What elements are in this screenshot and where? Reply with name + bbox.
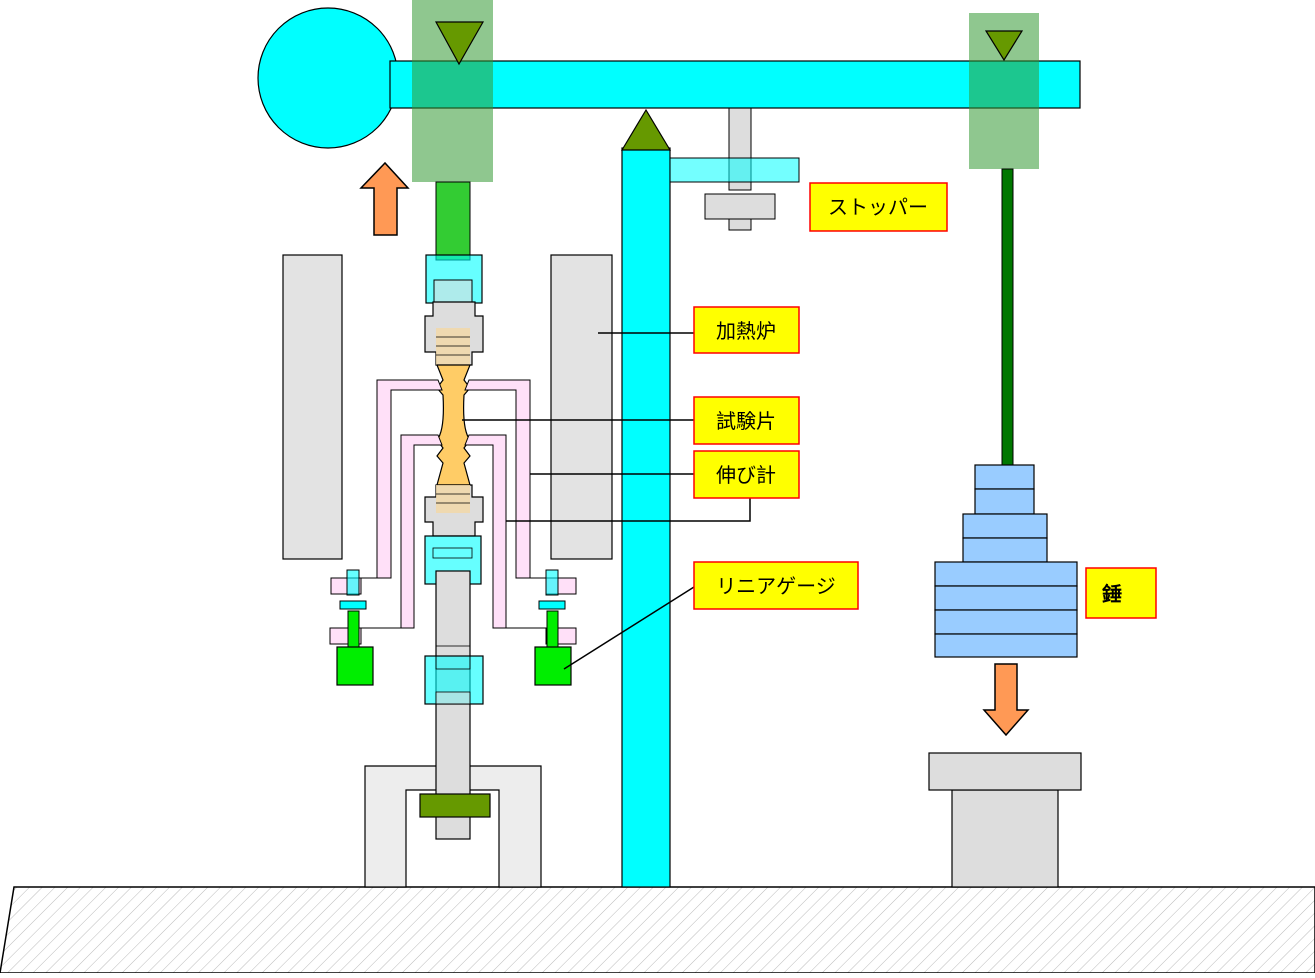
lower-rod-coupling [424,645,484,705]
lower-frame [364,765,542,888]
weight-stand [928,752,1082,888]
label-weight: 錘 [1085,567,1157,619]
weight-hanger-rod [1001,168,1014,468]
arrow-up-icon [359,161,410,236]
label-furnace-text: 加熱炉 [716,319,776,343]
label-furnace: 加熱炉 [693,306,800,354]
upper-grip-threads [436,328,470,365]
upper-coupling [425,254,483,304]
left-knife-edge [434,21,485,66]
label-weight-text: 錘 [1102,582,1122,606]
fulcrum-pivot [620,108,672,151]
lower-grip-threads [436,485,470,513]
furnace-right-panel [550,254,613,560]
weight-stack [934,464,1078,658]
linear-gauge-left [336,569,374,686]
label-stopper-text: ストッパー [828,195,928,219]
label-specimen-text: 試験片 [716,409,776,433]
stopper-assembly [669,107,800,231]
furnace-left-panel [282,254,343,560]
label-specimen: 試験片 [693,396,800,445]
counterweight-circle [257,7,399,149]
leader-lines [462,332,751,670]
linear-gauge-right [534,569,572,686]
right-knife-edge [984,30,1024,62]
ground-floor [0,886,1315,974]
support-column [621,147,671,888]
label-extensometer: 伸び計 [693,450,800,499]
label-stopper: ストッパー [809,182,948,232]
lever-beam [389,60,1081,109]
label-linear-gauge: リニアゲージ [693,561,859,610]
label-extensometer-text: 伸び計 [716,463,776,487]
lower-rod-nut [419,793,491,818]
specimen [436,364,471,486]
label-linear-gauge-text: リニアゲージ [716,574,836,598]
extensometer-left-outer [330,379,443,595]
arrow-down-icon [982,663,1030,737]
upper-pull-rod [435,181,471,261]
